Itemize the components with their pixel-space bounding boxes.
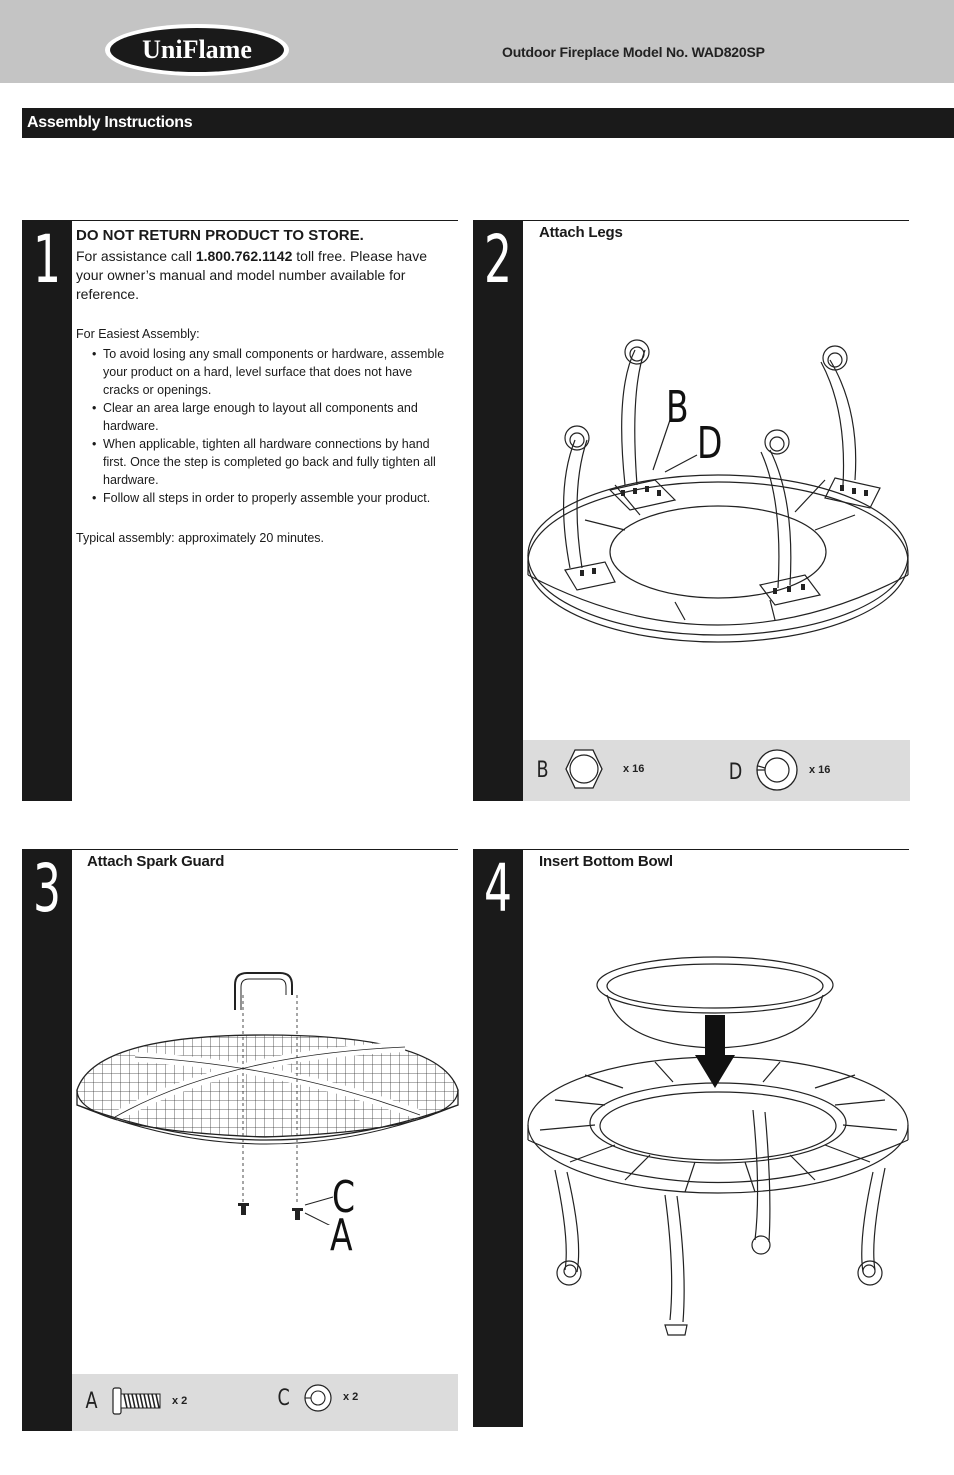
step-2-divider bbox=[523, 220, 909, 221]
tip-item: Follow all steps in order to properly as… bbox=[92, 489, 451, 507]
part-b-qty: x 16 bbox=[623, 763, 645, 775]
part-b-letter: B bbox=[536, 758, 549, 783]
part-c-qty: x 2 bbox=[343, 1391, 359, 1403]
step-1-assist: For assistance call 1.800.762.1142 toll … bbox=[76, 248, 428, 302]
callout-a: A bbox=[330, 1210, 353, 1261]
tip-item: Clear an area large enough to layout all… bbox=[92, 399, 451, 435]
section-title-bar: Assembly Instructions bbox=[22, 108, 954, 138]
lock-washer-icon bbox=[756, 749, 798, 791]
brand-wordmark: UniFlame bbox=[142, 35, 252, 64]
part-c-letter: C bbox=[277, 1386, 290, 1411]
part-a-qty: x 2 bbox=[172, 1395, 188, 1407]
step-1-divider bbox=[72, 220, 458, 221]
page-header: UniFlame Outdoor Fireplace Model No. WAD… bbox=[0, 0, 954, 83]
bottom-bowl-illustration bbox=[527, 956, 909, 1336]
step-1-number: 1 bbox=[33, 222, 61, 299]
tip-item: When applicable, tighten all hardware co… bbox=[92, 435, 451, 489]
step-1-tips: For Easiest Assembly: To avoid losing an… bbox=[76, 325, 451, 547]
attach-legs-illustration bbox=[527, 339, 909, 643]
part-a-letter: A bbox=[85, 1389, 98, 1414]
part-d-letter: D bbox=[728, 760, 743, 785]
callout-c: C bbox=[332, 1172, 356, 1223]
step-2-strip: 2 bbox=[473, 220, 523, 801]
hex-nut-icon bbox=[565, 749, 603, 789]
bolt-icon bbox=[112, 1387, 161, 1415]
section-title: Assembly Instructions bbox=[27, 114, 193, 131]
step-3-divider bbox=[72, 849, 458, 850]
callout-b: B bbox=[666, 382, 689, 433]
step-4-strip: 4 bbox=[473, 849, 523, 1427]
tip-item: To avoid losing any small components or … bbox=[92, 345, 451, 399]
lock-washer-icon bbox=[304, 1384, 332, 1412]
typical-time: Typical assembly: approximately 20 minut… bbox=[76, 531, 325, 545]
step-3-title: Attach Spark Guard bbox=[87, 853, 225, 870]
step-1-strip: 1 bbox=[22, 220, 72, 801]
step-1-content: DO NOT RETURN PRODUCT TO STORE. For assi… bbox=[76, 226, 451, 547]
callout-d: D bbox=[697, 418, 723, 469]
step-2-title: Attach Legs bbox=[539, 224, 623, 241]
step-4-divider bbox=[523, 849, 909, 850]
easiest-label: For Easiest Assembly: bbox=[76, 327, 200, 341]
model-number-text: Outdoor Fireplace Model No. WAD820SP bbox=[502, 44, 765, 60]
spark-guard-illustration bbox=[76, 972, 459, 1225]
step-4-title: Insert Bottom Bowl bbox=[539, 853, 673, 870]
uniflame-logo: UniFlame bbox=[105, 24, 289, 76]
step-1-heading: DO NOT RETURN PRODUCT TO STORE. bbox=[76, 227, 364, 244]
part-d-qty: x 16 bbox=[809, 764, 831, 776]
step-3-number: 3 bbox=[33, 851, 61, 928]
step-4-number: 4 bbox=[484, 851, 512, 928]
step-3-strip: 3 bbox=[22, 849, 72, 1431]
phone-number: 1.800.762.1142 bbox=[195, 248, 293, 264]
step-2-number: 2 bbox=[484, 222, 512, 299]
